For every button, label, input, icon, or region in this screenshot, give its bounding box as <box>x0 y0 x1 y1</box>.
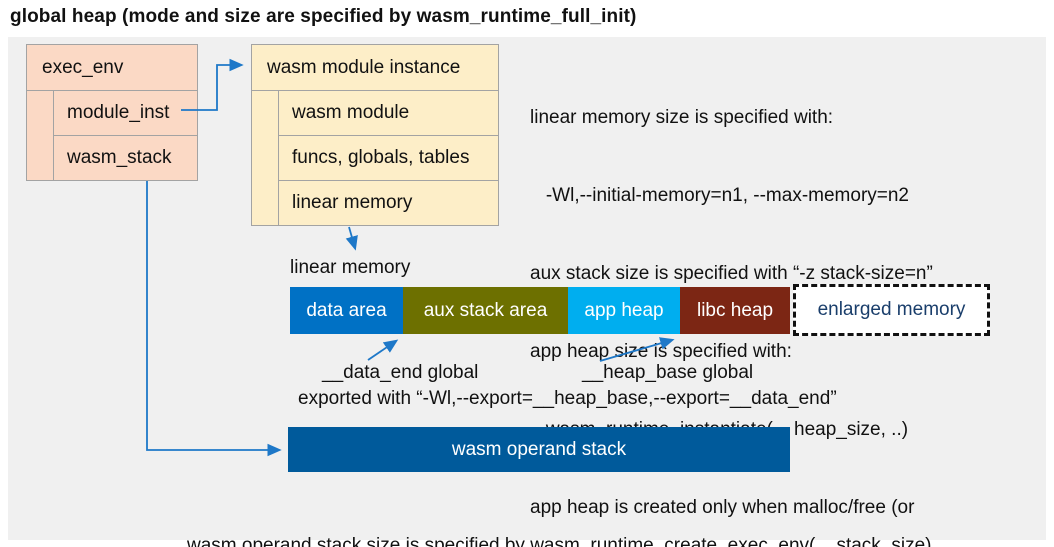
wasm-module-instance-rows: wasm module funcs, globals, tables linea… <box>278 91 498 225</box>
diagram-title: global heap (mode and size are specified… <box>10 6 637 27</box>
footer-line: wasm operand stack size is specified by … <box>187 535 932 547</box>
exec-env-row-wasm-stack: wasm_stack <box>54 135 197 180</box>
exec-env-header: exec_env <box>27 45 197 91</box>
exported-with-label: exported with “-Wl,--export=__heap_base,… <box>298 388 837 409</box>
segment-aux-stack-area: aux stack area <box>403 287 568 334</box>
note-line: aux stack size is specified with “-z sta… <box>530 263 933 284</box>
instance-row-funcs-globals-tables: funcs, globals, tables <box>279 135 498 180</box>
note-line: linear memory size is specified with: <box>530 107 834 128</box>
exec-env-rows: module_inst wasm_stack <box>53 91 197 180</box>
segment-app-heap: app heap <box>568 287 680 334</box>
exec-env-box: exec_env module_inst wasm_stack <box>26 44 198 181</box>
instance-row-linear-memory: linear memory <box>279 180 498 225</box>
segment-libc-heap: libc heap <box>680 287 790 334</box>
wasm-module-instance-header: wasm module instance <box>252 45 498 91</box>
heap-base-global-label: __heap_base global <box>582 362 754 383</box>
data-end-global-label: __data_end global <box>322 362 479 383</box>
exec-env-row-module-inst: module_inst <box>67 102 170 123</box>
note-line: -Wl,--initial-memory=n1, --max-memory=n2 <box>530 185 909 206</box>
note-line: app heap is created only when malloc/fre… <box>530 497 915 518</box>
segment-data-area: data area <box>290 287 403 334</box>
linear-memory-bar: data area aux stack area app heap libc h… <box>290 287 790 334</box>
segment-enlarged-memory: enlarged memory <box>793 284 990 336</box>
footer-notes: wasm operand stack size is specified by … <box>187 481 1047 547</box>
wasm-operand-stack-bar: wasm operand stack <box>288 427 790 472</box>
wasm-module-instance-box: wasm module instance wasm module funcs, … <box>251 44 499 226</box>
linear-memory-label: linear memory <box>290 257 411 278</box>
instance-row-wasm-module: wasm module <box>292 102 410 123</box>
